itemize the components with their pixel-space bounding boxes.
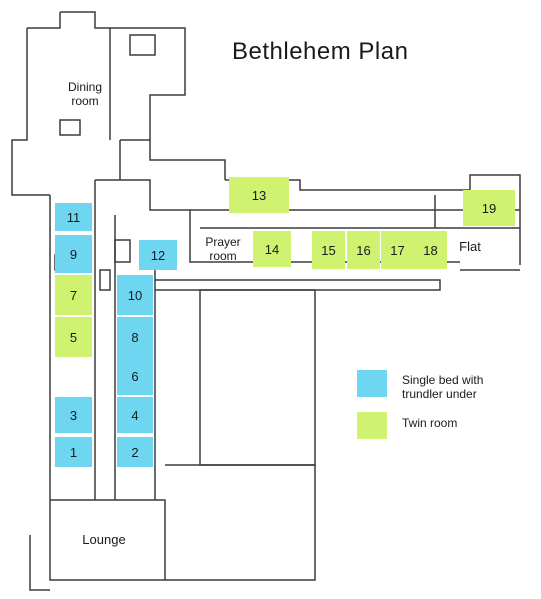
room-11: 11	[55, 203, 92, 231]
room-number-label: 5	[69, 329, 78, 345]
lounge-label: Lounge	[82, 532, 126, 547]
room-8: 8	[117, 317, 153, 357]
legend-label-twin: Twin room	[402, 416, 458, 430]
legend-swatch-single	[357, 370, 387, 397]
room-12: 12	[139, 240, 177, 270]
room-number-label: 1	[69, 444, 78, 460]
room-2: 2	[117, 437, 153, 467]
room-number-label: 14	[264, 241, 280, 257]
room-16: 16	[347, 231, 380, 269]
dining-outline	[11, 28, 50, 196]
legend-swatch-twin	[357, 412, 387, 439]
room-number-label: 6	[131, 368, 139, 384]
room-13: 13	[229, 177, 289, 213]
courtyard	[199, 289, 316, 466]
top-wall	[27, 12, 61, 29]
room-number-label: 7	[69, 287, 78, 303]
room-18: 18	[414, 231, 447, 269]
courtyard-walk	[155, 279, 441, 291]
room-5: 5	[55, 317, 92, 357]
room-number-label: 10	[127, 287, 143, 303]
room-number-label: 4	[131, 407, 139, 423]
plan-title: Bethlehem Plan	[232, 38, 409, 65]
room-10: 10	[117, 275, 153, 315]
junction-wall	[95, 179, 190, 211]
room-number-label: 16	[356, 242, 371, 258]
lounge-porch	[29, 535, 50, 591]
room-4: 4	[117, 397, 153, 433]
room-19: 19	[463, 190, 515, 226]
room-number-label: 13	[251, 187, 267, 203]
room-3: 3	[55, 397, 92, 433]
room-15: 15	[312, 231, 345, 269]
room-number-label: 19	[481, 200, 497, 216]
room-number-label: 11	[66, 209, 81, 225]
dining-room-label: Dining room	[67, 80, 103, 108]
room-number-label: 18	[423, 242, 438, 258]
room-number-label: 2	[131, 444, 139, 460]
prayer-room-label: Prayer room	[205, 235, 241, 263]
room-1: 1	[55, 437, 92, 467]
room-9: 9	[55, 235, 92, 273]
legend-label-single: Single bed with trundler under	[402, 373, 484, 401]
kitchen-outline	[60, 11, 186, 141]
corridor-top	[149, 140, 226, 180]
room-7: 7	[55, 275, 92, 315]
room-17: 17	[381, 231, 414, 269]
room-14: 14	[253, 231, 291, 267]
room-number-label: 3	[69, 407, 78, 423]
room-number-label: 12	[150, 247, 166, 263]
room-number-label: 8	[131, 329, 139, 345]
room-number-label: 9	[69, 246, 78, 262]
room-6: 6	[117, 357, 153, 395]
flat-label: Flat	[459, 239, 481, 254]
lounge-outline	[49, 499, 166, 581]
room-number-label: 15	[321, 242, 336, 258]
courtyard-south	[165, 464, 316, 581]
room-number-label: 17	[390, 242, 405, 258]
